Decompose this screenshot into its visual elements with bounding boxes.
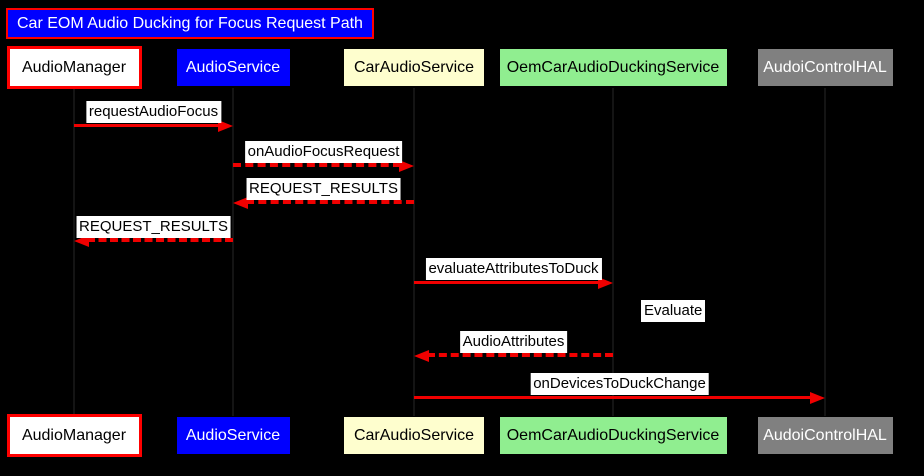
- participant-oem-car-audio-ducking-service-bottom: OemCarAudioDuckingService: [499, 417, 727, 454]
- participant-oem-car-audio-ducking-service-top: OemCarAudioDuckingService: [499, 49, 727, 86]
- message-label-7: onDevicesToDuckChange: [530, 373, 709, 395]
- participant-audio-manager-bottom: AudioManager: [6, 414, 142, 457]
- message-label-5: Evaluate: [641, 300, 706, 322]
- message-label-2: REQUEST_RESULTS: [246, 178, 401, 200]
- lifeline-car-audio-service: [413, 88, 415, 416]
- diagram-title: Car EOM Audio Ducking for Focus Request …: [6, 8, 374, 39]
- lifeline-oem-car-audio-ducking-service: [612, 88, 614, 416]
- participant-audio-manager-top: AudioManager: [6, 46, 142, 89]
- lifeline-audio-manager: [73, 88, 75, 416]
- message-arrowhead-6: [414, 350, 429, 362]
- message-arrow-line-2: [246, 200, 414, 204]
- message-arrow-line-6: [427, 353, 613, 357]
- message-label-1: onAudioFocusRequest: [244, 141, 403, 163]
- participant-audoi-control-hal-top: AudoiControlHAL: [757, 49, 893, 86]
- message-arrowhead-7: [810, 392, 825, 404]
- message-label-6: AudioAttributes: [459, 331, 568, 353]
- message-arrowhead-1: [399, 160, 414, 172]
- message-arrow-line-3: [87, 238, 233, 242]
- message-arrow-line-7: [414, 396, 812, 399]
- message-label-4: evaluateAttributesToDuck: [425, 258, 602, 280]
- message-arrowhead-3: [74, 235, 89, 247]
- message-arrow-line-0: [74, 124, 220, 127]
- participant-car-audio-service-bottom: CarAudioService: [344, 417, 484, 454]
- message-arrowhead-4: [598, 277, 613, 289]
- message-label-3: REQUEST_RESULTS: [76, 216, 231, 238]
- message-label-0: requestAudioFocus: [85, 101, 222, 123]
- message-arrowhead-2: [233, 197, 248, 209]
- participant-audio-service-bottom: AudioService: [176, 417, 290, 454]
- lifeline-audio-service: [232, 88, 234, 416]
- participant-car-audio-service-top: CarAudioService: [344, 49, 484, 86]
- participant-audoi-control-hal-bottom: AudoiControlHAL: [757, 417, 893, 454]
- lifeline-audoi-control-hal: [824, 88, 826, 416]
- message-arrow-line-4: [414, 281, 600, 284]
- message-arrowhead-0: [218, 120, 233, 132]
- participant-audio-service-top: AudioService: [176, 49, 290, 86]
- message-arrow-line-1: [233, 163, 401, 167]
